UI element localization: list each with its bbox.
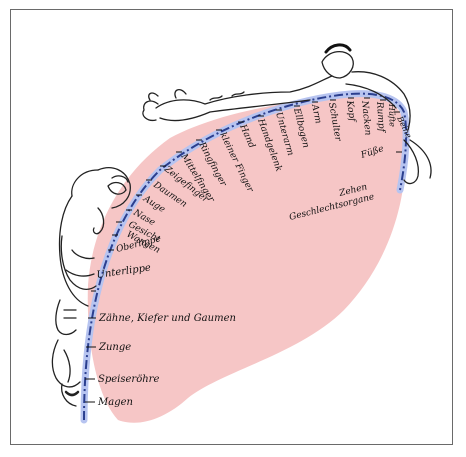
label-magen: Magen bbox=[97, 397, 133, 408]
label-speiseroehre: Speiseröhre bbox=[98, 374, 159, 385]
label-zunge: Zunge bbox=[98, 342, 131, 353]
label-zaehne: Zähne, Kiefer und Gaumen bbox=[98, 313, 236, 324]
label-huefte: Hüfte bbox=[387, 103, 397, 128]
